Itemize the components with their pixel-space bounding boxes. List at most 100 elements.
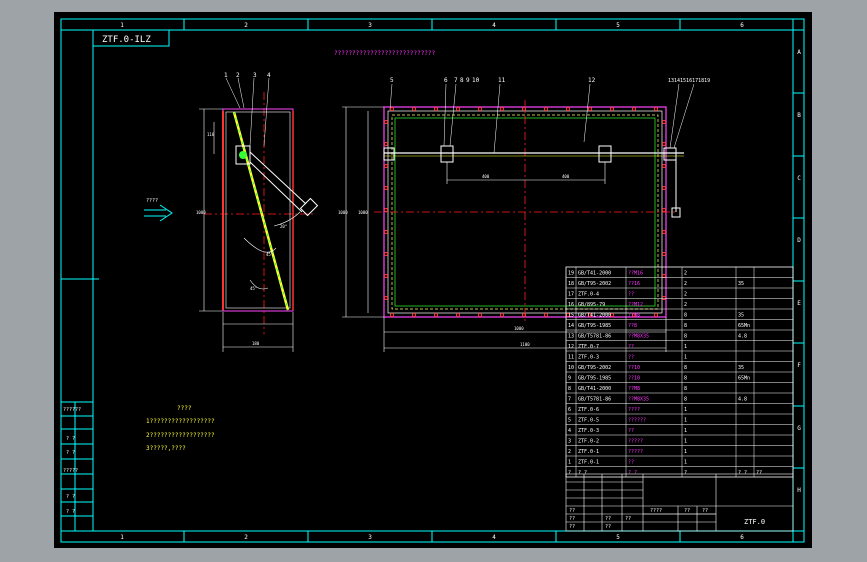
bolt-hole — [661, 141, 667, 147]
bom-cell: 18 — [568, 281, 574, 287]
bolt-hole — [383, 185, 389, 191]
callout: 11 — [498, 77, 506, 84]
col-label: 4 — [492, 534, 496, 541]
bom-cell: ZTF.0-4 — [578, 292, 599, 298]
bom-cell: ??M8X35 — [628, 334, 649, 340]
bom-cell: GB/895-79 — [578, 302, 605, 308]
bolt-hole — [521, 106, 527, 112]
bolt-hole — [521, 312, 527, 318]
dim-height-inner: 1000 — [358, 210, 368, 215]
callout: 5 — [390, 77, 394, 84]
bom-cell: GB/T5781-86 — [578, 397, 611, 403]
tb-cell: ???? — [650, 508, 662, 514]
bom-cell: 8 — [684, 313, 687, 319]
bom-cell: 19 — [568, 271, 574, 277]
callout: 4 — [267, 72, 271, 79]
col-label: 5 — [616, 534, 620, 541]
bearing-mid-right — [598, 145, 612, 163]
bom-cell: ????? — [628, 449, 643, 455]
bom-cell: ??M8X35 — [628, 397, 649, 403]
bom-cell: ZTF.0-7 — [578, 344, 599, 350]
bolt-hole — [499, 312, 505, 318]
bom-cell: 10 — [568, 365, 574, 371]
dim-top: 118 — [207, 132, 215, 137]
bom-cell: ? ? — [628, 470, 637, 476]
bom-cell: GB/T41-2000 — [578, 386, 611, 392]
bom-cell: ZTF.0-2 — [578, 439, 599, 445]
bom-cell: 12 — [568, 344, 574, 350]
technical-notes: ???? 1?????????????????? 2??????????????… — [146, 405, 215, 452]
code-box-label: ZTF.0-ILZ — [102, 35, 151, 45]
bolt-hole — [383, 207, 389, 213]
bom-cell: ?? — [628, 355, 634, 361]
dim-span: 400 — [562, 174, 570, 179]
bolt-hole — [433, 312, 439, 318]
bom-cell: 11 — [568, 355, 574, 361]
dim-height: 1000 — [196, 210, 206, 215]
bearing-left — [383, 147, 395, 161]
bom-cell: 8 — [684, 334, 687, 340]
bom-cell: ??10 — [628, 376, 640, 382]
bom-cell: ??M12 — [628, 302, 643, 308]
bom-cell: 8 — [684, 323, 687, 329]
dim-width-inner: 1000 — [514, 326, 524, 331]
bom-cell: 1 — [568, 460, 571, 466]
bolt-hole — [661, 251, 667, 257]
title-block-text: ZTF.0 ???? ?? ?? ?? ?? ?? ?? ?? ?? — [569, 508, 765, 530]
dim-angle: 20° — [280, 224, 287, 229]
bom-cell: 1 — [684, 344, 687, 350]
bolt-hole — [587, 312, 593, 318]
plan-view — [342, 83, 695, 352]
bolt-hole — [383, 229, 389, 235]
notes-line: 1?????????????????? — [146, 418, 215, 425]
bom-cell: 1 — [684, 439, 687, 445]
front-labels: 1 2 3 4 ???? 180 1000 118 45° 45° 20° — [146, 72, 287, 346]
col-label: 3 — [368, 22, 372, 29]
bolt-hole — [661, 229, 667, 235]
tb-cell: ?? — [569, 508, 575, 514]
callout-group: 13141516171819 — [668, 78, 710, 84]
bolt-hole — [661, 163, 667, 169]
bom-cell: 65Mn — [738, 323, 750, 329]
bom-cell: 8 — [568, 386, 571, 392]
bom-cell: ?? — [628, 428, 634, 434]
bom-cell: ZTF.0-6 — [578, 407, 599, 413]
bom-cell: 9 — [568, 376, 571, 382]
bom-cell: 1 — [684, 407, 687, 413]
bearing-block — [235, 145, 251, 165]
bolt-hole — [631, 106, 637, 112]
bom-cell: ????? — [628, 439, 643, 445]
bom-cell: 35 — [738, 313, 744, 319]
bom-cell: 1 — [684, 460, 687, 466]
bolt-hole — [609, 106, 615, 112]
bom-cell: 8 — [684, 386, 687, 392]
bolt-hole — [383, 295, 389, 301]
notes-line: 3?????,???? — [146, 445, 186, 452]
notes-title: ???? — [177, 405, 192, 412]
bolt-hole — [383, 273, 389, 279]
tb-cell: ?? — [625, 516, 631, 522]
callout: 10 — [472, 77, 480, 84]
bom-cell: 1 — [684, 428, 687, 434]
bolt-hole — [433, 106, 439, 112]
bom-cell: 16 — [568, 302, 574, 308]
row-label: F — [797, 362, 801, 369]
bom-cell: ZTF.0-3 — [578, 355, 599, 361]
bolt-hole — [455, 106, 461, 112]
bom-cell: ???? — [628, 407, 640, 413]
callout: 2 — [236, 72, 240, 79]
row-label: B — [797, 112, 801, 119]
bom-cell: ?? — [628, 344, 634, 350]
bom-cell: 2 — [684, 302, 687, 308]
bolt-hole — [477, 312, 483, 318]
row-label: G — [797, 425, 801, 432]
tb-cell: ?? — [605, 516, 611, 522]
bom-cell: ? ? — [738, 470, 747, 476]
bolt-hole — [383, 141, 389, 147]
bom-cell: ??16 — [628, 281, 640, 287]
left-strip: ?????? ? ? ? ? ????? ? ? ? ? — [63, 407, 81, 515]
title-code: ZTF.0 — [744, 518, 765, 526]
bom-cell: 3 — [568, 439, 571, 445]
bom-cell: ??10 — [628, 365, 640, 371]
